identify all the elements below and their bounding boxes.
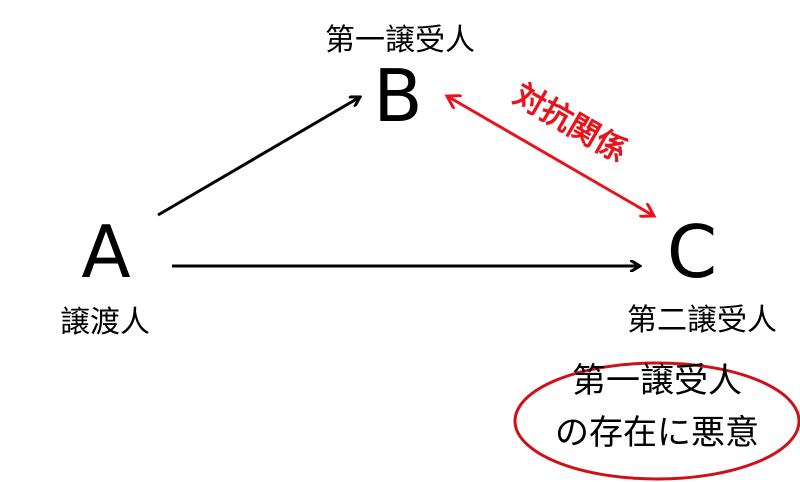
node-b: B	[373, 54, 422, 138]
node-c: C	[667, 210, 717, 294]
opposition-label: 対抗関係	[507, 77, 632, 170]
note-line-1: 第一譲受人	[572, 361, 742, 401]
node-b-label: 第一譲受人	[325, 23, 475, 58]
node-a: A	[81, 210, 130, 294]
node-a-label: 譲渡人	[60, 305, 150, 340]
arrow-a-to-b	[157, 97, 360, 217]
note-ellipse	[513, 361, 800, 481]
opposition-double-arrow	[447, 96, 654, 216]
note-line-2: の存在に悪意	[555, 413, 759, 453]
node-c-label: 第二譲受人	[627, 303, 777, 338]
